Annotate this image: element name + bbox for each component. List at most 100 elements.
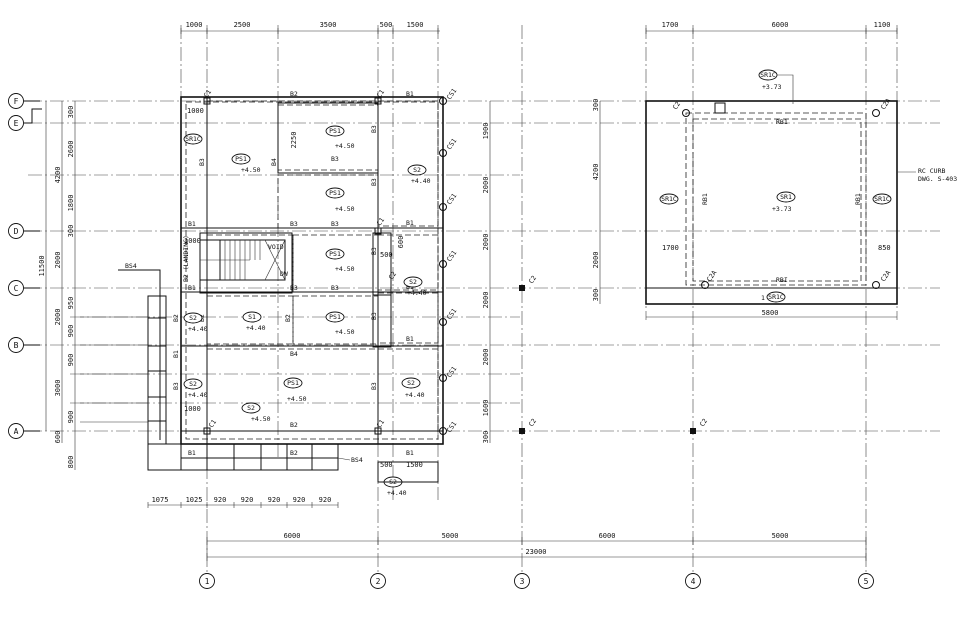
- svg-text:1: 1: [205, 577, 210, 586]
- svg-text:B3: B3: [290, 220, 298, 228]
- svg-text:300: 300: [482, 431, 490, 444]
- svg-text:3000: 3000: [54, 380, 62, 397]
- svg-text:300: 300: [67, 225, 75, 238]
- svg-text:B3: B3: [370, 382, 378, 390]
- svg-text:900: 900: [67, 411, 75, 424]
- svg-text:1500: 1500: [406, 461, 423, 469]
- grid-bubble-b: B: [8, 337, 40, 353]
- svg-text:1800: 1800: [67, 195, 75, 212]
- svg-text:300: 300: [592, 99, 600, 112]
- bs4-label-bottom: BS4: [351, 456, 363, 464]
- roof-plan: 5800 1700 850 RB1 RBI RB1 RB1 300 4200 2…: [592, 69, 957, 318]
- dim-stair-2: 1025: [186, 496, 203, 504]
- slab-tag: S2+4.40: [183, 378, 208, 399]
- curb-note-1: RC CURB: [918, 167, 945, 175]
- svg-text:PS1: PS1: [235, 155, 247, 163]
- svg-text:B3: B3: [172, 382, 180, 390]
- grid-bubble-1: 1: [199, 573, 215, 589]
- svg-text:C1: C1: [375, 88, 386, 99]
- svg-text:PS1: PS1: [329, 250, 341, 258]
- slab-tag: PS1 +4.50: [325, 248, 355, 273]
- svg-text:CS1: CS1: [445, 365, 458, 379]
- svg-text:C1: C1: [375, 216, 386, 227]
- svg-text:B3: B3: [370, 125, 378, 133]
- svg-text:4200: 4200: [54, 167, 62, 184]
- svg-text:1700: 1700: [662, 244, 679, 252]
- svg-text:RBI: RBI: [776, 276, 788, 284]
- top-dimension-strings: 1000 2500 3500 500 1500 1700 6000 1100: [180, 21, 898, 34]
- slab-tag: S1+4.40: [242, 311, 266, 332]
- svg-text:4200: 4200: [592, 164, 600, 181]
- slab-tag: PS1+4.50: [283, 377, 307, 403]
- slab-tag: S2+4.50: [241, 402, 271, 423]
- dim-top-5: 1500: [407, 21, 424, 29]
- roof-width-dim: 5800: [762, 309, 779, 317]
- svg-text:S2: S2: [409, 278, 417, 286]
- svg-text:+4.50: +4.50: [251, 415, 271, 423]
- svg-text:+4.50: +4.50: [335, 328, 355, 336]
- svg-text:+4.40: +4.40: [246, 324, 266, 332]
- left-stair-projection: BS4 BS4: [118, 262, 363, 471]
- svg-text:SR1C: SR1C: [768, 293, 784, 301]
- svg-text:B3: B3: [331, 220, 339, 228]
- svg-text:C1: C1: [375, 418, 386, 429]
- grid-bubble-c: C: [8, 280, 40, 296]
- slab-tag: PS1+4.50: [325, 187, 355, 213]
- svg-text:S2: S2: [189, 314, 197, 322]
- svg-text:SR1C: SR1C: [874, 195, 890, 203]
- dim-bottom-4: 5000: [772, 532, 789, 540]
- svg-text:C2: C2: [698, 417, 709, 428]
- dim-bottom-1: 6000: [284, 532, 301, 540]
- svg-text:+4.40: +4.40: [411, 177, 431, 185]
- svg-text:2: 2: [376, 577, 381, 586]
- slab-tag: PS1+4.50: [231, 153, 261, 174]
- svg-text:+4.50: +4.50: [335, 265, 355, 273]
- grid-bubbles-rows: F E D C B A: [8, 93, 42, 439]
- svg-text:+3.73: +3.73: [762, 83, 782, 91]
- svg-text:+4.50: +4.50: [335, 205, 355, 213]
- svg-text:B3: B3: [370, 247, 378, 255]
- grid-bubble-e: E: [8, 108, 42, 131]
- svg-text:B3: B3: [198, 158, 206, 166]
- column-markers: [203, 97, 696, 435]
- svg-text:300: 300: [67, 106, 75, 119]
- dw-label: DW: [280, 270, 288, 278]
- svg-text:B3: B3: [290, 284, 298, 292]
- dim-top-3: 3500: [320, 21, 337, 29]
- dim-bottom-2: 5000: [442, 532, 459, 540]
- svg-text:500: 500: [380, 461, 393, 469]
- svg-text:C2A: C2A: [879, 97, 892, 111]
- svg-text:2000: 2000: [482, 349, 490, 366]
- bs4-label-left: BS4: [125, 262, 137, 270]
- svg-text:+4.40: +4.40: [188, 325, 208, 333]
- dim-stair-4: 920: [241, 496, 254, 504]
- svg-text:S2: S2: [407, 379, 415, 387]
- svg-text:SR1C: SR1C: [760, 71, 776, 79]
- slab-tags: SR1C PS1+4.50 PS1+4.50 PS1+4.50 S2+4.40 …: [183, 125, 439, 497]
- svg-text:S2: S2: [189, 380, 197, 388]
- roof-slab-tag: SR1+3.73: [772, 191, 796, 213]
- svg-text:B2: B2: [290, 90, 298, 98]
- slab-tag: S2+4.40: [401, 377, 425, 399]
- svg-text:B2: B2: [172, 314, 180, 322]
- dim-top-2: 2500: [234, 21, 251, 29]
- svg-text:900: 900: [67, 354, 75, 367]
- svg-text:1000: 1000: [187, 107, 204, 115]
- grid-bubble-a: A: [8, 423, 40, 439]
- svg-text:1600: 1600: [482, 400, 490, 417]
- svg-text:PS1: PS1: [329, 127, 341, 135]
- svg-text:B3: B3: [331, 284, 339, 292]
- svg-text:B4: B4: [270, 158, 278, 166]
- svg-text:B1: B1: [406, 90, 414, 98]
- svg-text:A: A: [14, 427, 19, 436]
- svg-text:2000: 2000: [482, 292, 490, 309]
- svg-text:SR1: SR1: [780, 193, 792, 201]
- slab-tag: S2+4.40: [383, 476, 407, 497]
- svg-text:E: E: [14, 119, 19, 128]
- svg-text:1: 1: [761, 294, 765, 302]
- slab-tag: S2 +4.40: [183, 312, 208, 333]
- svg-text:2000: 2000: [54, 252, 62, 269]
- dim-stair-3: 920: [214, 496, 227, 504]
- svg-text:PS1: PS1: [329, 313, 341, 321]
